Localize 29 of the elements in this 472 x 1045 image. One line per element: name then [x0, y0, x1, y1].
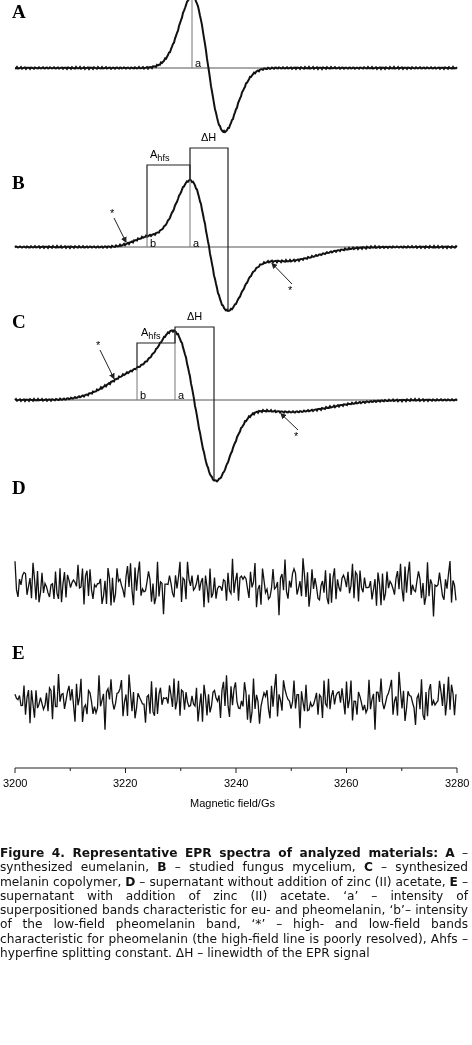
band-marker: * [294, 431, 299, 442]
band-label: b [140, 390, 147, 401]
leader-line [280, 413, 299, 431]
leader-line [99, 349, 115, 380]
leader-line [271, 262, 293, 285]
tick-label: 3200 [3, 778, 28, 789]
tick-label: 3280 [445, 778, 470, 789]
tick-label: 3220 [113, 778, 138, 789]
panel-letter: D [12, 478, 26, 497]
panel-letter: B [12, 173, 25, 192]
band-label: b [150, 238, 157, 249]
panel-letter: E [12, 643, 25, 662]
axis-title: Magnetic field/Gs [190, 798, 275, 809]
band-marker: * [96, 340, 101, 351]
tick-label: 3260 [334, 778, 359, 789]
splitting-label: A$_{hfs}$ [141, 327, 161, 342]
band-label: a [195, 58, 202, 69]
splitting-label: A$_{hfs}$ [150, 149, 170, 164]
band-marker: * [288, 285, 293, 296]
band-label: a [193, 238, 200, 249]
linewidth-label: ΔH [187, 311, 203, 322]
band-marker: * [110, 208, 115, 219]
panel-letter: A [12, 2, 26, 21]
leader-line [113, 217, 127, 243]
tick-label: 3240 [224, 778, 249, 789]
figure-caption: Figure 4. Representative EPR spectra of analyzed materials: A – synthesized eumelanin, B – studied fungus mycelium, C – synthesized melanin copolymer, D – supernatant without addition of zinc (II) acetate, E – supernatant with addition of zinc (II) acetate. ‘a’ – intensity of superpositioned bands characteristic for eu- and pheomelanin, ‘b’– intensity of the low-field pheomelanin band, ‘*’ – high- and low-field bands characteristic for pheomelanin (the high-field line is poorly resolved), Ahfs – hyperfine splitting constant. ΔH – linewidth of the EPR signal [0, 846, 468, 961]
linewidth-label: ΔH [201, 132, 217, 143]
panel-letter: C [12, 312, 26, 331]
band-label: a [178, 390, 185, 401]
